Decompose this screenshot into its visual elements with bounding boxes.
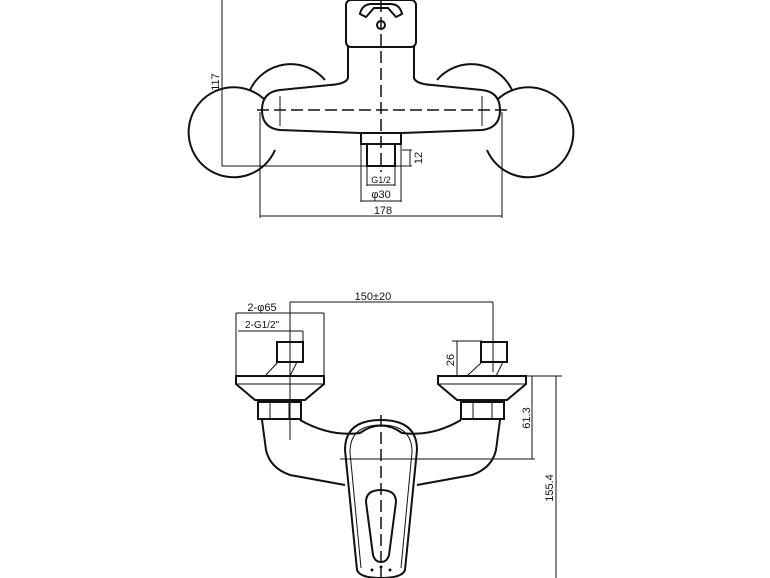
outlet-depth-label: 12 xyxy=(413,152,425,164)
front-view: 150±20 2-φ65 2-G1/2" 26 61. xyxy=(235,291,562,578)
top-view: 117 12 G1/2 φ30 178 xyxy=(187,0,575,218)
left-hex-nut xyxy=(257,401,302,420)
spout-inner xyxy=(349,424,413,569)
outlet-thread-label: G1/2 xyxy=(371,175,391,185)
left-wall-flange-upper xyxy=(249,63,326,91)
inlet-thread-label: 2-G1/2" xyxy=(245,320,280,331)
height-dim-label: 117 xyxy=(210,73,222,91)
handle-cap xyxy=(345,0,417,48)
center-distance-label: 150±20 xyxy=(355,291,392,303)
right-wall-flange-upper xyxy=(436,63,513,91)
outlet-diameter-label: φ30 xyxy=(371,189,390,201)
width-dim-label: 178 xyxy=(374,205,392,217)
left-inlet-thread xyxy=(276,341,304,363)
right-wall-flange xyxy=(486,86,575,179)
spout-offset-label: 61.3 xyxy=(521,407,533,428)
right-inlet-thread xyxy=(480,341,508,363)
left-flange xyxy=(235,375,325,401)
spout-outer xyxy=(343,418,419,578)
aerator-holes xyxy=(370,565,392,572)
right-hex-nut xyxy=(460,401,505,420)
right-flange xyxy=(437,375,527,401)
total-height-label: 155.4 xyxy=(544,474,556,502)
nut-height-label: 26 xyxy=(445,354,457,366)
flange-diameter-label: 2-φ65 xyxy=(247,302,276,314)
lever-icon xyxy=(358,3,404,19)
left-wall-flange xyxy=(187,86,276,179)
